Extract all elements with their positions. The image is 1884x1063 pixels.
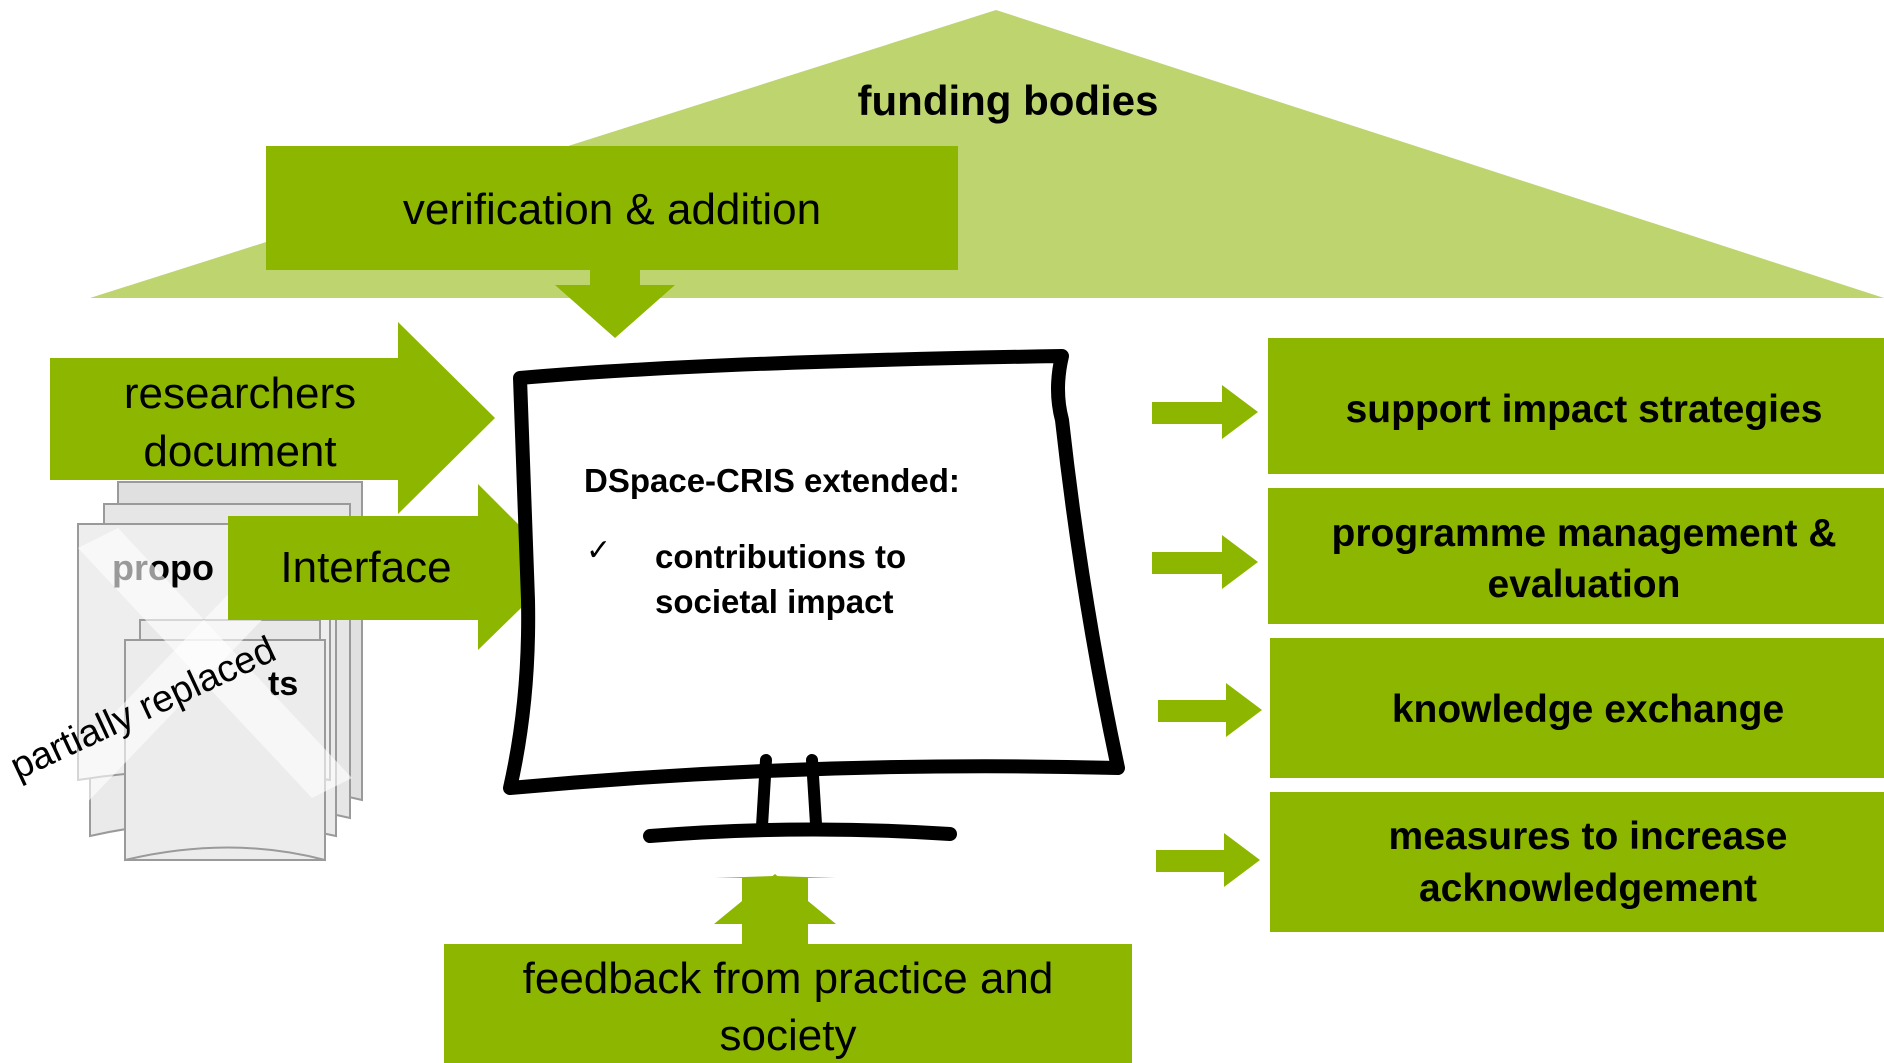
output-box-acknowledgement <box>1270 792 1884 932</box>
output-label-programme-management-line1: programme management & <box>1332 512 1837 555</box>
researchers-arrow <box>50 322 495 514</box>
funding-bodies-label: funding bodies <box>858 77 1159 124</box>
output-label-knowledge-exchange: knowledge exchange <box>1392 688 1784 731</box>
feedback-up-arrowhead <box>714 874 836 946</box>
output-label-acknowledgement-line1: measures to increase <box>1389 815 1788 858</box>
feedback-label-line2: society <box>720 1011 857 1060</box>
interface-label: Interface <box>280 543 451 592</box>
monitor-bullet-line1: contributions to <box>655 538 906 575</box>
researchers-label-line2: document <box>143 427 336 476</box>
verification-label: verification & addition <box>403 185 821 234</box>
feedback-box <box>444 944 1132 1063</box>
verification-box <box>266 146 958 270</box>
monitor-icon <box>503 349 1125 843</box>
monitor-bullet-line2: societal impact <box>655 583 893 620</box>
output-arrow-3 <box>1158 683 1262 737</box>
monitor-heading: DSpace-CRIS extended: <box>584 462 960 499</box>
feedback-label-line1: feedback from practice and <box>523 954 1054 1003</box>
output-arrow-4 <box>1156 833 1260 887</box>
interface-arrow <box>228 484 562 650</box>
output-arrow-1 <box>1152 385 1258 439</box>
output-box-knowledge-exchange <box>1270 638 1884 778</box>
output-arrow-2 <box>1152 535 1258 589</box>
output-label-programme-management-line2: evaluation <box>1488 563 1681 606</box>
output-box-programme-management <box>1268 488 1884 624</box>
output-label-acknowledgement-line2: acknowledgement <box>1419 867 1757 910</box>
output-label-support-impact: support impact strategies <box>1346 388 1823 431</box>
checkmark-icon: ✓ <box>586 534 611 567</box>
researchers-label-line1: researchers <box>124 369 356 418</box>
output-box-support-impact <box>1268 338 1884 474</box>
verification-down-arrow <box>555 268 675 338</box>
